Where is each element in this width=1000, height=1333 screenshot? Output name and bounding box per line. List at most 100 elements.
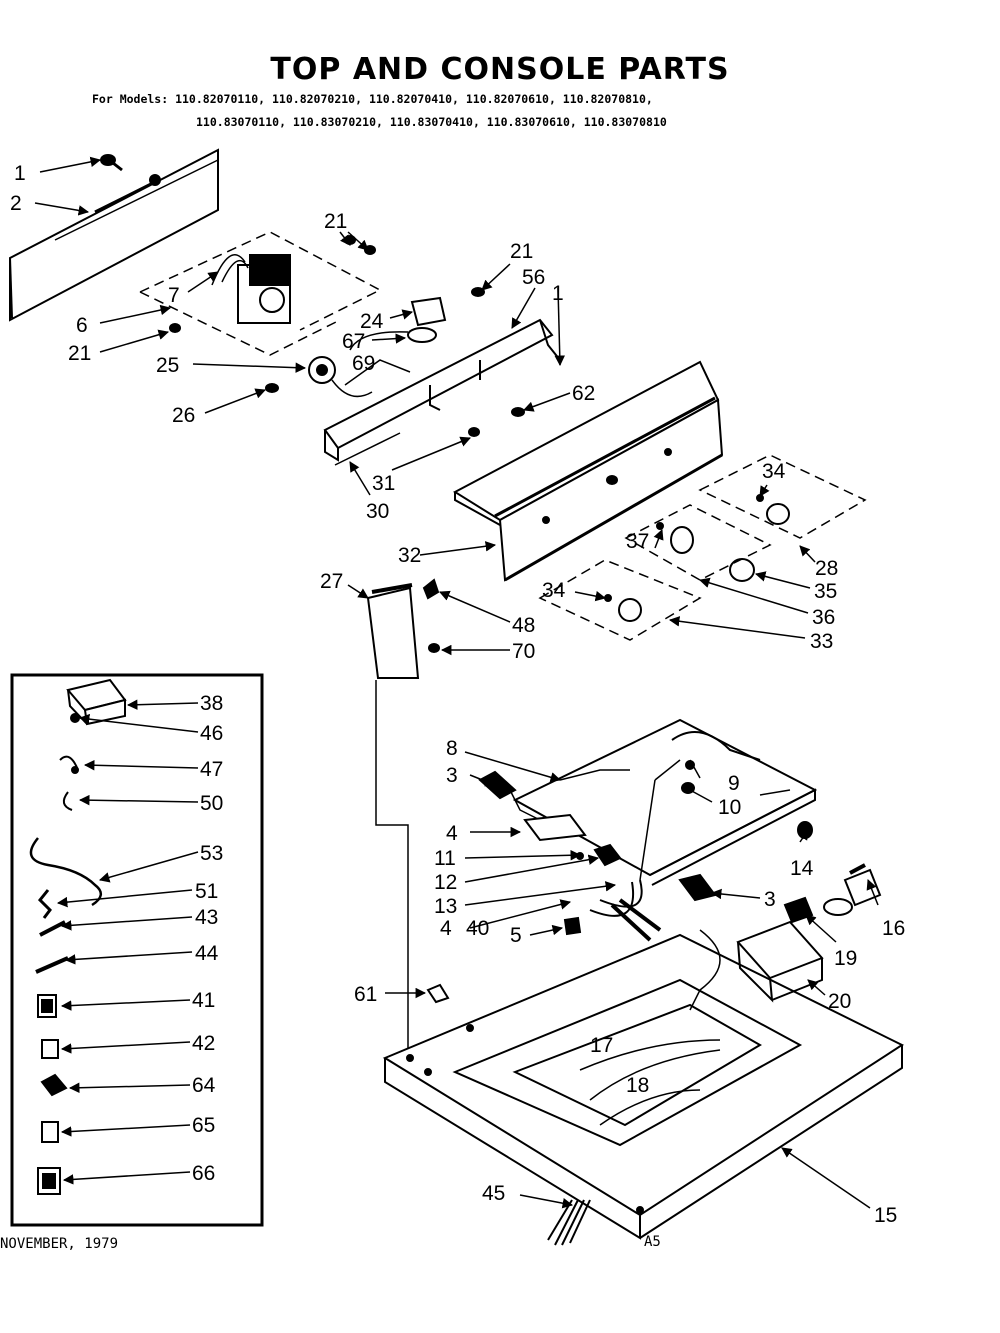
- revision-date: NOVEMBER, 1979: [0, 1236, 119, 1252]
- leader-arrow: [653, 529, 664, 549]
- callout-20: 20: [828, 990, 851, 1013]
- leader-arrow: [781, 1147, 871, 1209]
- leader-arrow: [481, 263, 511, 291]
- callout-28: 28: [815, 557, 838, 580]
- callout-14: 14: [790, 857, 814, 880]
- leader-arrow: [83, 760, 199, 771]
- callout-40: 40: [466, 917, 489, 940]
- callout-44: 44: [195, 942, 219, 965]
- callout-67: 67: [342, 330, 365, 353]
- callout-8: 8: [446, 737, 458, 760]
- callout-26: 26: [172, 404, 195, 427]
- leader-arrow: [99, 304, 172, 324]
- callout-62: 62: [572, 382, 595, 405]
- leader-arrow: [469, 774, 496, 787]
- callout-38: 38: [200, 692, 223, 715]
- leader-arrow: [574, 590, 607, 602]
- callout-2: 2: [10, 192, 22, 215]
- callout-70: 70: [512, 640, 535, 663]
- leader-arrow: [698, 577, 809, 614]
- leader-arrow: [419, 541, 497, 556]
- callout-53: 53: [200, 842, 223, 865]
- wire-bundle-part: [547, 1199, 591, 1246]
- leader-arrow: [389, 309, 414, 320]
- callout-31: 31: [372, 472, 395, 495]
- callout-9: 9: [728, 772, 740, 795]
- callout-51: 51: [195, 880, 218, 903]
- callout-12: 12: [434, 871, 457, 894]
- callout-17: 17: [590, 1034, 613, 1057]
- wire-harness-part: [589, 879, 721, 1011]
- callout-18: 18: [626, 1074, 649, 1097]
- callout-33: 33: [810, 630, 833, 653]
- callout-21: 21: [68, 342, 91, 365]
- leader-arrow: [60, 1124, 191, 1137]
- leader-arrow: [347, 231, 369, 251]
- leader-arrow: [805, 914, 837, 943]
- end-cap-part: [366, 578, 440, 679]
- leader-arrow: [60, 1041, 191, 1054]
- callout-30: 30: [366, 500, 389, 523]
- leader-arrow: [391, 436, 471, 471]
- callout-65: 65: [192, 1114, 215, 1137]
- callout-3: 3: [446, 764, 458, 787]
- small-parts-inset: [10, 673, 264, 1227]
- leader-arrow: [99, 329, 170, 353]
- plug-part: [426, 983, 450, 1004]
- motor-part: [308, 356, 411, 398]
- back-panel-part: [9, 148, 219, 322]
- screw-part: [100, 154, 123, 172]
- leader-arrow: [349, 461, 371, 496]
- callout-6: 6: [76, 314, 88, 337]
- bracket-part: [736, 920, 824, 1003]
- timer-assembly-part: [139, 231, 382, 356]
- nut-part: [563, 916, 582, 936]
- leader-arrow: [371, 333, 407, 344]
- callout-50: 50: [200, 792, 223, 815]
- leader-arrow: [64, 951, 193, 965]
- callout-48: 48: [512, 614, 535, 637]
- callout-21: 21: [324, 210, 347, 233]
- callout-46: 46: [200, 722, 223, 745]
- leader-arrow: [464, 854, 600, 883]
- callout-43: 43: [195, 906, 218, 929]
- leader-arrow: [554, 287, 566, 367]
- leader-line: [375, 680, 409, 1060]
- callout-25: 25: [156, 354, 179, 377]
- mounting-rail-part: [323, 318, 561, 466]
- leader-arrow: [464, 751, 562, 783]
- callout-69: 69: [352, 352, 375, 375]
- callout-42: 42: [192, 1032, 215, 1055]
- callout-1: 1: [552, 282, 564, 305]
- callout-27: 27: [320, 570, 343, 593]
- callout-4: 4: [446, 822, 458, 845]
- callout-45: 45: [482, 1182, 505, 1205]
- callout-3: 3: [764, 888, 776, 911]
- leader-arrow: [469, 899, 572, 929]
- callout-34: 34: [542, 579, 566, 602]
- leader-arrow: [529, 924, 564, 936]
- callout-1: 1: [14, 162, 26, 185]
- callout-36: 36: [812, 606, 835, 629]
- callout-5: 5: [510, 924, 522, 947]
- leader-arrow: [34, 202, 90, 216]
- leader-arrow: [60, 916, 193, 931]
- leader-arrow: [187, 271, 219, 293]
- callout-15: 15: [874, 1204, 897, 1227]
- leader-arrow: [60, 999, 191, 1011]
- leader-arrow: [126, 699, 199, 710]
- leader-arrow: [710, 888, 761, 900]
- callout-47: 47: [200, 758, 223, 781]
- page-title: TOP AND CONSOLE PARTS: [270, 52, 730, 87]
- callout-21: 21: [510, 240, 533, 263]
- leader-arrow: [39, 156, 102, 173]
- leader-arrow: [523, 392, 571, 412]
- leader-arrow: [62, 1171, 191, 1185]
- console-part: [452, 360, 724, 582]
- leader-arrow: [519, 1194, 574, 1209]
- callout-10: 10: [718, 796, 741, 819]
- callout-7: 7: [168, 284, 180, 307]
- leader-arrow: [799, 545, 816, 563]
- callout-34: 34: [762, 460, 786, 483]
